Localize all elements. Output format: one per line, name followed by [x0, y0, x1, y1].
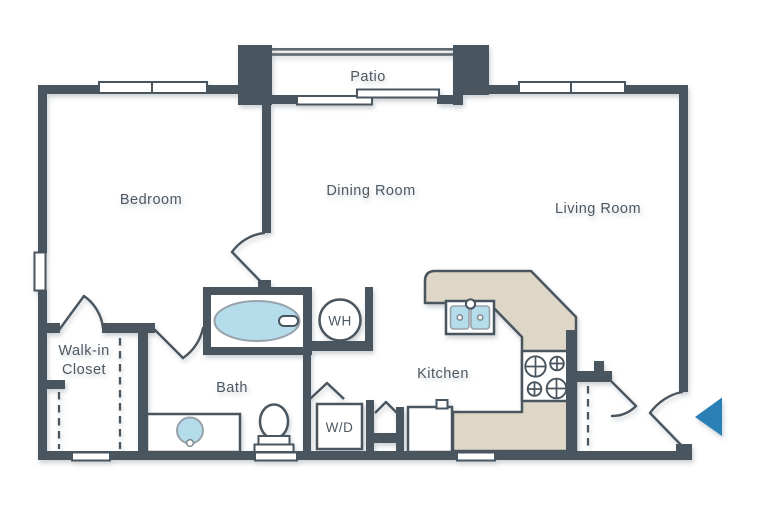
bedroom-dining-divider: [262, 105, 271, 233]
railing-line: [272, 48, 453, 51]
patio-pillar-left: [238, 45, 272, 105]
bedroom-label: Bedroom: [120, 192, 182, 208]
bottom-wall: [38, 451, 692, 460]
patio-door-jamb-left: [272, 95, 300, 104]
living-window-pane: [518, 81, 573, 94]
niche-east-wall: [396, 407, 404, 451]
entry-closet-door-arc: [610, 404, 638, 418]
entry-arrow-icon: [695, 397, 722, 436]
water-heater-label: WH: [328, 314, 352, 329]
wh-alcove-bottom-wall: [308, 341, 373, 351]
railing-line: [272, 53, 453, 56]
vanity-drain: [185, 438, 195, 448]
walls: [38, 45, 692, 460]
washer-dryer-label: W/D: [326, 420, 354, 435]
entry-door-leaf: [648, 411, 686, 450]
entry-closet-stub: [594, 361, 604, 372]
bath-east-wall: [303, 287, 311, 451]
toilet: [253, 403, 295, 454]
niche-bottom-wall: [366, 433, 404, 443]
bedroom-door-leaf: [230, 250, 266, 287]
bedroom-side-window: [33, 251, 47, 292]
water-heater-circle: [318, 298, 362, 342]
bath-door-leaf: [153, 328, 185, 360]
hall-wall: [102, 323, 155, 333]
bath-label: Bath: [216, 380, 248, 396]
entry-closet-top-wall: [575, 371, 612, 382]
walkin-closet-label-line2: Closet: [62, 362, 106, 378]
patio-slider-panel: [296, 95, 373, 106]
walkin-closet-label-line1: Walk-in: [58, 343, 109, 359]
refrigerator: [406, 399, 454, 454]
washer-dryer-box: [315, 402, 364, 451]
wd-bifold-door: [309, 381, 345, 400]
walkin-closet-door-leaf: [57, 294, 86, 332]
threshold: [254, 451, 298, 462]
kitchen-sink: [444, 298, 496, 336]
bathtub: [203, 287, 312, 355]
burner-cross-icon: [546, 378, 567, 399]
doors: [57, 231, 686, 450]
threshold: [456, 451, 496, 462]
windows: [33, 81, 626, 462]
toilet-bowl: [258, 403, 290, 440]
sink-drain-right: [476, 314, 484, 321]
patio-pillar-right-ext: [453, 88, 463, 105]
right-wall: [679, 85, 688, 392]
niche-bifold-door: [374, 400, 398, 414]
left-wall-upper: [38, 85, 47, 253]
bath-vanity: [145, 412, 242, 454]
patio-label: Patio: [350, 69, 386, 85]
dining-room-label: Dining Room: [326, 183, 415, 199]
living-room-label: Living Room: [555, 201, 641, 217]
bedroom-window-pane: [98, 81, 154, 94]
kitchen-east-wall: [566, 330, 576, 451]
bedroom-door-arc: [230, 231, 266, 254]
left-wall-lower: [38, 290, 47, 460]
refrigerator-handle: [435, 399, 449, 410]
closet-wall-stub: [38, 323, 60, 333]
wd-closet-east-wall: [366, 400, 374, 451]
bath-west-wall: [138, 333, 148, 451]
patio-pillar-right: [453, 45, 489, 95]
patio-railing: [272, 48, 453, 56]
sink-drain-left: [456, 314, 464, 321]
refrigerator-box: [406, 405, 454, 454]
closet-shelf-stub: [38, 380, 65, 389]
bathtub-faucet: [278, 315, 299, 327]
entry-door-arc: [648, 390, 684, 415]
burner-cross-icon: [527, 382, 542, 396]
burner-cross-icon: [525, 356, 546, 377]
kitchen-label: Kitchen: [417, 366, 469, 382]
floorplan: Patio Bedroom Dining Room Living Room Wa…: [33, 45, 722, 462]
bath-door-arc: [181, 326, 205, 360]
entry-closet-door-leaf: [610, 380, 638, 408]
living-window-pane: [570, 81, 626, 94]
threshold: [71, 451, 111, 462]
patio-door-jamb-right: [437, 95, 455, 104]
sink-faucet: [464, 298, 477, 310]
bathtub-basin: [213, 300, 301, 342]
room-labels: Patio Bedroom Dining Room Living Room Wa…: [58, 69, 641, 435]
patio-slider-panel: [356, 88, 440, 99]
closet-rods: [57, 338, 590, 449]
wh-alcove-east-wall: [365, 287, 373, 351]
walkin-closet-door-arc: [82, 294, 105, 330]
stove: [520, 349, 570, 403]
burner-cross-icon: [550, 356, 564, 371]
bedroom-window-pane: [151, 81, 208, 94]
